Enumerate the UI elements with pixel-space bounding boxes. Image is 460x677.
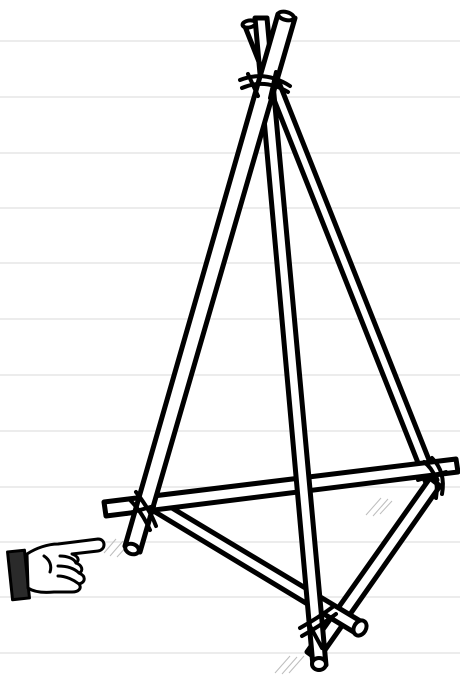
pointing-hand-icon [8,539,104,600]
pole-ends [124,10,369,670]
poles [104,14,458,666]
pole-end-cap [312,658,326,670]
pole-end-cap [242,19,256,28]
pole-bottom-right-bar [307,478,440,660]
